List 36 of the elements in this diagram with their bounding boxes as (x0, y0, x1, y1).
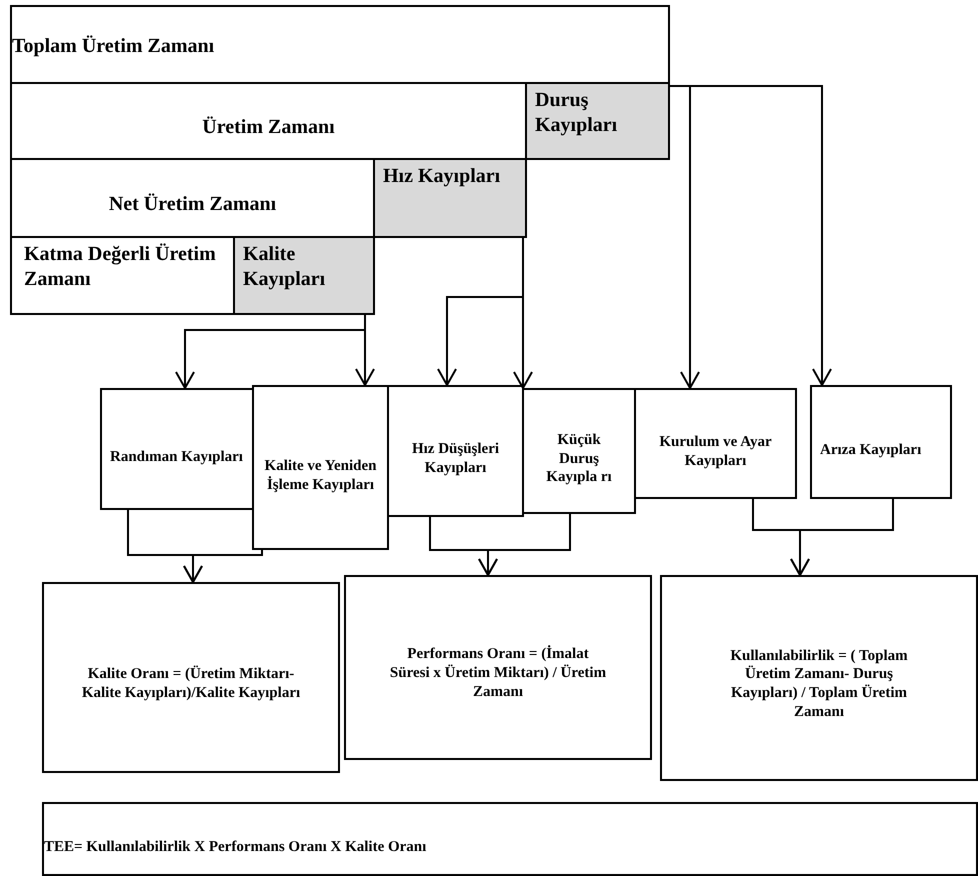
time-box (10, 5, 670, 84)
box-label: Kalite Oranı = (Üretim Miktarı-Kalite Kayıpları)/Kalite Kayıpları (80, 664, 302, 702)
box-label: Randıman Kayıpları (110, 448, 243, 466)
box-label: Kalite ve Yeniden İşleme Kayıpları (264, 456, 378, 494)
box-label: Duruş Kayıpları (535, 88, 618, 138)
time-box (10, 236, 235, 315)
box-label: Üretim Zamanı (202, 114, 335, 140)
loss-type-box (387, 385, 524, 517)
formula-box (660, 575, 978, 781)
box-label: Küçük Duruş Kayıpla rı (545, 430, 613, 488)
loss-type-box (634, 388, 797, 499)
box-label: Performans Oranı = (İmalat Süresi x Üretim Miktarı) / Üretim Zamanı (388, 645, 608, 702)
box-label: Toplam Üretim Zamanı (12, 34, 214, 59)
box-label: Katma Değerli Üretim Zamanı (24, 242, 217, 292)
box-label: Hız Kayıpları (383, 164, 500, 189)
box-label: Arıza Kayıpları (820, 440, 922, 460)
loss-type-box (252, 385, 389, 550)
loss-type-box (810, 385, 952, 499)
box-label: Kullanılabilirlik = ( Toplam Üretim Zamanı- Duruş Kayıpları) / Toplam Üretim Zamanı (729, 646, 909, 722)
formula-box (344, 575, 652, 760)
arrow (183, 548, 263, 583)
box-label: Kurulum ve Ayar Kayıpları (658, 432, 773, 470)
formula-box (42, 582, 340, 773)
loss-box (233, 236, 375, 315)
box-label: TEE= Kullanılabilirlik X Performans Oranı X Kalite Oranı (44, 838, 426, 856)
box-label: Kalite Kayıpları (243, 242, 326, 292)
box-label: Net Üretim Zamanı (108, 192, 276, 216)
loss-box (373, 158, 527, 238)
loss-box (525, 82, 670, 160)
box-label: Hız Düşüşleri Kayıpları (410, 440, 500, 478)
arrow (513, 236, 533, 389)
loss-type-box (100, 388, 254, 510)
arrow (790, 497, 894, 576)
formula-box (42, 802, 978, 876)
loss-type-box (522, 388, 636, 514)
arrow (478, 512, 571, 576)
